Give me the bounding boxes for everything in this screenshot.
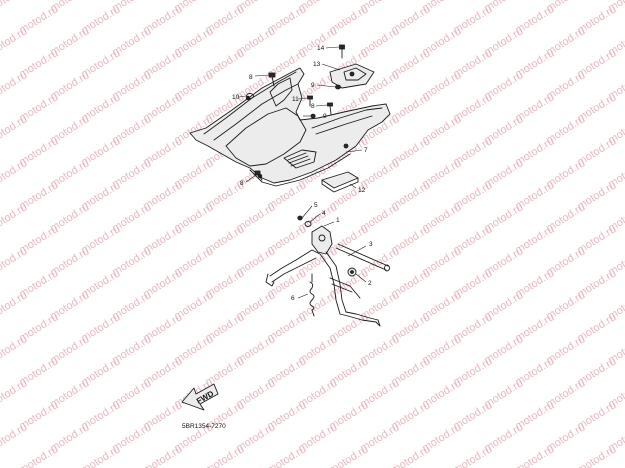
callout-8-right: 8 (311, 103, 315, 110)
callout-3: 3 (369, 241, 373, 248)
under-cover-body (189, 67, 391, 184)
callout-8-bottom: 8 (240, 180, 244, 187)
watermark-text: motod.ru (513, 443, 556, 468)
watermark-text: motod.ru (0, 25, 29, 58)
callout-9-mid: 9 (323, 113, 327, 120)
callout-labels: 14 13 8 9 10 11 8 9 7 8 12 5 4 1 3 2 6 (232, 45, 373, 302)
watermark-text: motod.ru (0, 421, 29, 454)
leader-lines (238, 46, 367, 299)
watermark-text: motod.ru (0, 0, 29, 15)
under-cover-bottom-lip (249, 153, 351, 187)
callout-5: 5 (314, 202, 318, 209)
part-3-shaft (335, 243, 389, 271)
watermark-text: motod.ru (79, 443, 122, 468)
part-5-pin (297, 215, 303, 221)
mount-hole (343, 143, 349, 149)
part-13-pad (321, 171, 359, 193)
watermark-text: motod.ru (0, 69, 29, 102)
callout-7: 7 (364, 147, 368, 154)
callout-1: 1 (336, 217, 340, 224)
callout-6: 6 (291, 295, 295, 302)
watermark-text: motod.ru (0, 289, 29, 322)
under-cover-assembly (189, 67, 391, 187)
watermark-text: motod.ru (0, 333, 29, 366)
callout-11: 11 (292, 96, 299, 103)
drawing-code: 5BR1354-7270 (182, 423, 226, 430)
main-stand-assembly (265, 215, 390, 327)
watermark-text: motod.ru (0, 113, 29, 146)
stand-right-foot (339, 311, 379, 323)
callout-12: 13 (313, 61, 321, 68)
stand-left-leg (269, 249, 321, 283)
watermark-text: motod.ru (0, 377, 29, 410)
forward-arrow: FWD (181, 383, 219, 411)
stand-frame (319, 251, 347, 315)
part-1-bracket (311, 225, 333, 255)
watermark-text: motod.ru (0, 201, 29, 234)
part-12-lid (329, 63, 375, 89)
under-cover-floor (225, 107, 307, 167)
part-6-spring (309, 273, 315, 317)
watermark-text: motod.ru (265, 443, 308, 468)
watermark-text: motod.ru (203, 443, 246, 468)
under-cover-rear-fin (269, 77, 293, 107)
callout-13: 12 (358, 187, 366, 194)
watermark-text: motod.ru (575, 443, 618, 468)
callout-2: 2 (368, 280, 372, 287)
under-cover-right-lip (311, 107, 383, 135)
callout-14: 14 (317, 45, 325, 52)
watermark-text: motod.ru (389, 443, 432, 468)
callout-8-top: 8 (249, 74, 253, 81)
watermark-text: motod.ru (0, 245, 29, 278)
watermark-text: motod.ru (17, 443, 60, 468)
fasteners-upper (246, 44, 345, 181)
callout-9-upper: 9 (311, 82, 315, 89)
part-4-washer (304, 221, 312, 227)
watermark-text: motod.ru (0, 157, 29, 190)
watermark-text: motod.ru (451, 443, 494, 468)
watermark-text: motod.ru (327, 443, 370, 468)
vent-slots (287, 152, 311, 167)
watermark-text: motod.ru (141, 443, 184, 468)
callout-4: 4 (322, 210, 326, 217)
callout-10: 10 (232, 94, 240, 101)
